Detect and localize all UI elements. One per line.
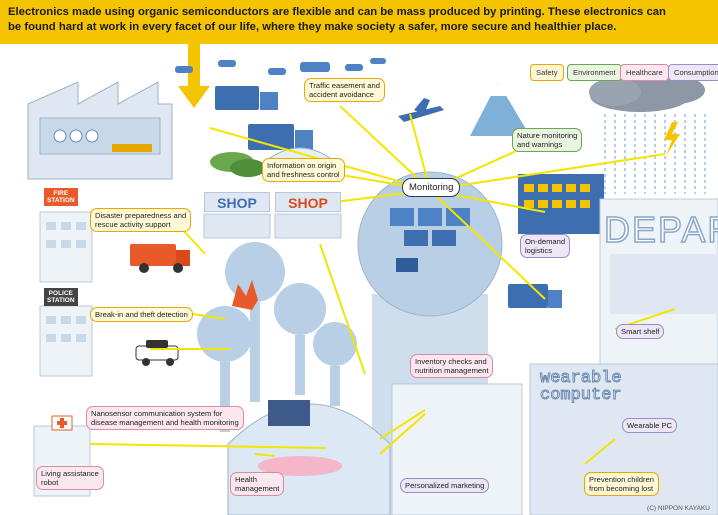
legend-healthcare-label: Healthcare	[626, 68, 663, 77]
fire-icon	[232, 280, 258, 310]
legend-safety: Safety	[530, 64, 564, 81]
nanosensor-label: Nanosensor communication system for dise…	[86, 406, 244, 430]
department-store	[529, 198, 718, 515]
origin-freshness-label: Information on origin and freshness cont…	[262, 158, 345, 182]
airplane-icon	[398, 98, 444, 122]
department-store-sign: DEPAR	[603, 208, 718, 251]
traffic-easement-label: Traffic easement and accident avoidance	[304, 78, 385, 102]
police-station-sign: POLICE STATION	[44, 288, 78, 306]
police-car	[135, 340, 179, 366]
disaster-preparedness-label: Disaster preparedness and rescue activit…	[90, 208, 192, 232]
smart-shelf-label: Smart shelf	[616, 324, 665, 339]
illustration-scene: Safety Environment Healthcare Consumptio…	[0, 44, 718, 515]
shop-sign-1: SHOP	[204, 192, 270, 212]
police-station-building	[39, 305, 93, 377]
health-management-label: Health management	[230, 472, 285, 496]
legend-safety-label: Safety	[536, 68, 558, 77]
legend-environment: Environment	[567, 64, 622, 81]
legend-consumption: Consumption	[668, 64, 718, 81]
prevention-lost-label: Prevention children from becoming lost	[584, 472, 660, 496]
shop-sign-2: SHOP	[275, 192, 341, 212]
logistics-warehouse	[518, 174, 604, 234]
on-demand-logistics-label: On-demand logistics	[520, 234, 571, 258]
wearable-pc-label: Wearable PC	[622, 418, 678, 433]
nature-monitoring-label: Nature monitoring and warnings	[512, 128, 583, 152]
monitoring-label-text: Monitoring	[409, 182, 454, 193]
fire-truck	[130, 244, 190, 273]
mountain	[470, 82, 530, 136]
legend-environment-label: Environment	[573, 68, 616, 77]
legend-healthcare: Healthcare	[620, 64, 669, 81]
scene-artwork	[27, 44, 718, 515]
living-assistance-label: Living assistance robot	[36, 466, 104, 490]
wearable-computer-sign: wearable computer	[540, 369, 623, 405]
down-arrow-shaft	[188, 44, 200, 88]
rain-cloud	[589, 76, 706, 194]
shop-building-2	[274, 213, 342, 239]
inventory-nutrition-label: Inventory checks and nutrition managemen…	[410, 354, 494, 378]
headline-line-1: Electronics made using organic semicondu…	[8, 6, 666, 18]
trucks	[175, 58, 386, 150]
sensor-globes	[197, 242, 357, 432]
headline-line-2: be found hard at work in every facet of …	[8, 21, 617, 33]
break-in-detection-label: Break-in and theft detection	[90, 307, 193, 322]
delivery-truck	[508, 284, 562, 308]
fire-station-sign: FIRE STATION	[44, 188, 78, 206]
fire-station-building	[39, 211, 93, 283]
monitoring-label: Monitoring	[402, 178, 461, 197]
factory	[27, 81, 173, 180]
headline-banner: Electronics made using organic semicondu…	[0, 0, 718, 44]
copyright-notice: (C) NIPPON KAYAKU	[647, 505, 710, 512]
legend-consumption-label: Consumption	[674, 68, 718, 77]
shop-building-1	[203, 213, 271, 239]
personalized-marketing-label: Personalized marketing	[400, 478, 490, 493]
down-arrow-icon	[178, 86, 210, 108]
